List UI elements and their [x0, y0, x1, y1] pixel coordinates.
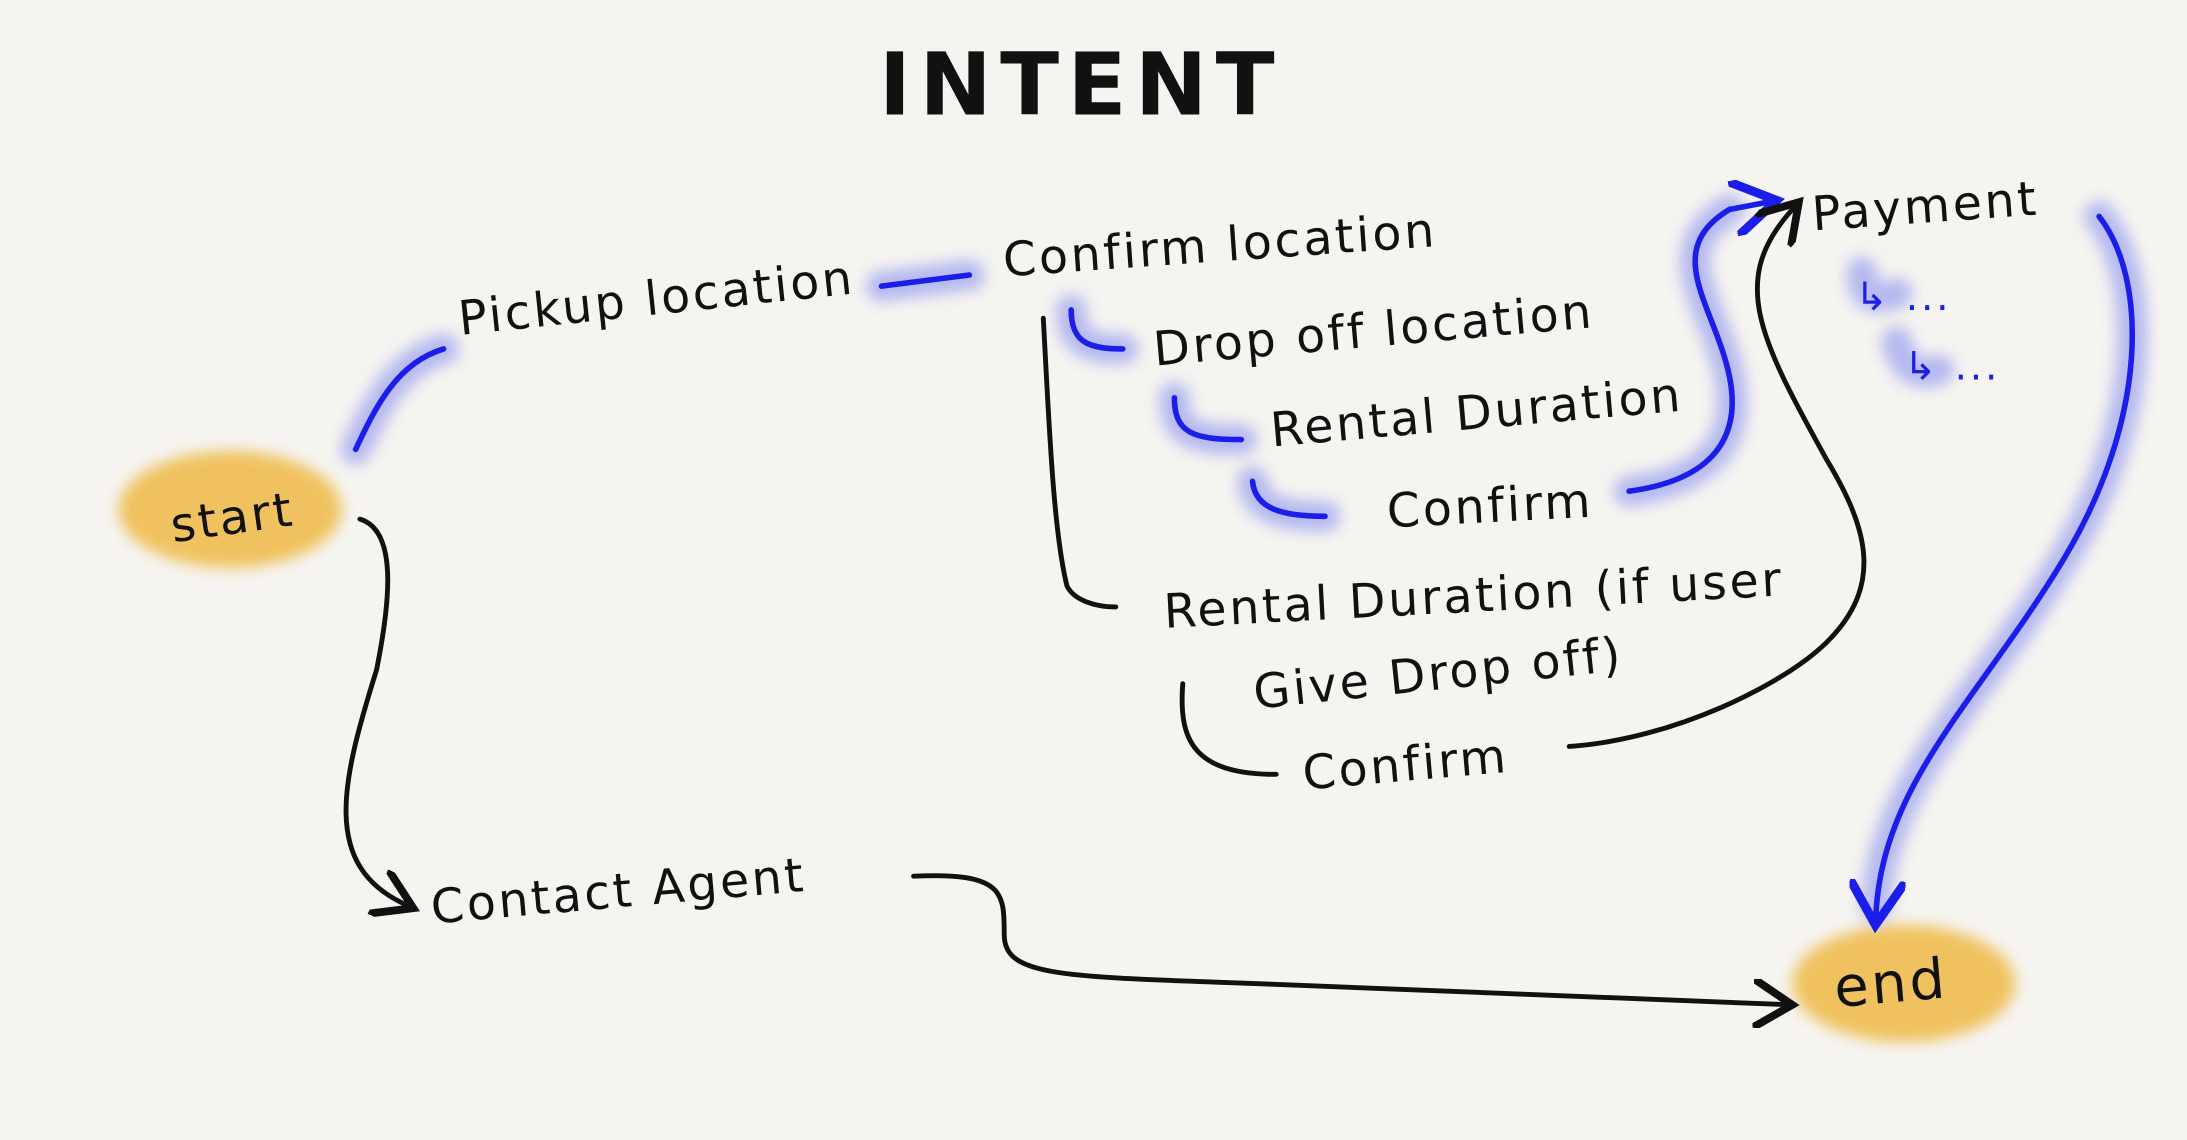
end-node-shape: [1792, 924, 2016, 1043]
rental-duration-conditional-line2: Give Drop off): [1251, 627, 1626, 721]
diagram-title: INTENT: [879, 36, 1283, 136]
rental-duration-node: Rental Duration: [1268, 368, 1685, 459]
payment-node: Payment: [1810, 172, 2040, 243]
end-node-label: end: [1831, 946, 1950, 1021]
payment-substep-1: ↳ ...: [1855, 275, 1951, 320]
confirm-node-2: Confirm: [1300, 729, 1510, 802]
confirm-node-1: Confirm: [1386, 474, 1595, 540]
alternate-path-connectors: [343, 209, 1867, 1004]
rental-duration-conditional-line1: Rental Duration (if user: [1162, 552, 1785, 639]
drop-off-location-node: Drop off location: [1151, 284, 1596, 377]
contact-agent-node: Contact Agent: [429, 848, 808, 936]
start-node-shape: [118, 450, 342, 568]
payment-substep-2: ↳ ...: [1904, 345, 2000, 390]
pickup-location-node: Pickup location: [456, 251, 857, 347]
happy-path-connectors: [352, 202, 2135, 913]
confirm-location-node: Confirm location: [1001, 203, 1438, 288]
